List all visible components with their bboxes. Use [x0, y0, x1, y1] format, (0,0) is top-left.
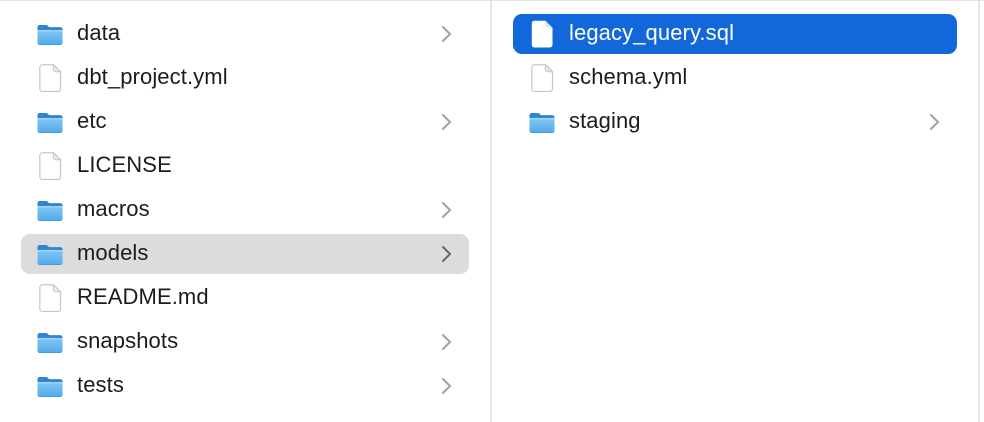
file-name-label: dbt_project.yml: [77, 64, 228, 89]
file-row[interactable]: legacy_query.sql: [513, 14, 957, 54]
folder-icon: [37, 196, 63, 224]
file-row[interactable]: snapshots: [21, 322, 469, 362]
file-name-label: models: [77, 240, 149, 265]
chevron-right-icon: [441, 201, 452, 219]
folder-icon: [37, 240, 63, 268]
file-name-label: macros: [77, 196, 150, 221]
folder-icon: [37, 108, 63, 136]
file-name-label: tests: [77, 372, 124, 397]
file-name-label: README.md: [77, 284, 209, 309]
file-row[interactable]: macros: [21, 190, 469, 230]
folder-icon: [529, 108, 555, 136]
chevron-right-icon: [441, 25, 452, 43]
file-name-label: data: [77, 20, 121, 45]
file-row[interactable]: staging: [513, 102, 957, 142]
chevron-right-icon: [441, 377, 452, 395]
document-icon: [37, 64, 63, 92]
column-models-folder: legacy_query.sql schema.yml staging: [492, 1, 980, 422]
file-name-label: schema.yml: [569, 64, 688, 89]
chevron-right-icon: [441, 113, 452, 131]
folder-icon: [37, 20, 63, 48]
column-empty-sliver: [980, 1, 984, 422]
document-icon: [529, 64, 555, 92]
document-icon: [37, 284, 63, 312]
file-row[interactable]: dbt_project.yml: [21, 58, 469, 98]
file-name-label: staging: [569, 108, 641, 133]
document-icon: [37, 152, 63, 180]
chevron-right-icon: [441, 245, 452, 263]
file-name-label: snapshots: [77, 328, 179, 353]
folder-icon: [37, 372, 63, 400]
document-icon: [529, 20, 555, 48]
file-row[interactable]: schema.yml: [513, 58, 957, 98]
file-row[interactable]: data: [21, 14, 469, 54]
file-name-label: etc: [77, 108, 107, 133]
file-name-label: LICENSE: [77, 152, 172, 177]
file-name-label: legacy_query.sql: [569, 20, 735, 45]
chevron-right-icon: [441, 333, 452, 351]
column-project-root: data dbt_project.yml etc LICENSE macros …: [0, 1, 492, 422]
chevron-right-icon: [929, 113, 940, 131]
file-row[interactable]: LICENSE: [21, 146, 469, 186]
file-row[interactable]: etc: [21, 102, 469, 142]
folder-icon: [37, 328, 63, 356]
file-row[interactable]: tests: [21, 366, 469, 406]
file-row[interactable]: README.md: [21, 278, 469, 318]
file-row[interactable]: models: [21, 234, 469, 274]
